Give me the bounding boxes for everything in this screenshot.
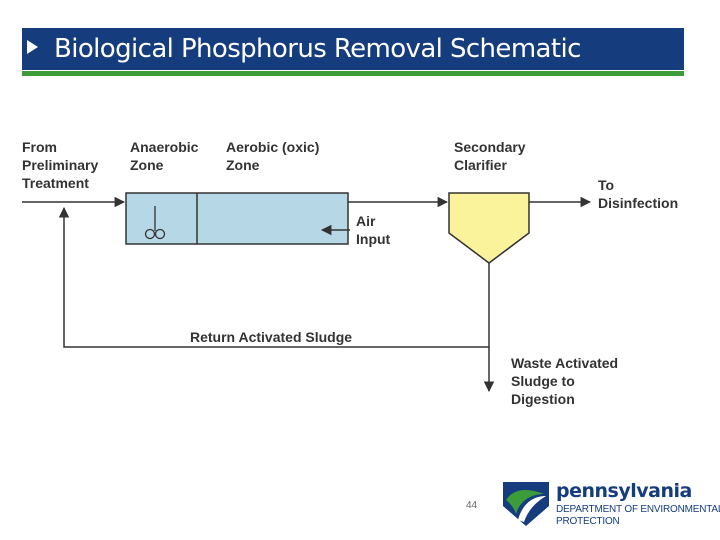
mixer-icon	[144, 206, 166, 240]
label-secondary-clarifier: Secondary Clarifier	[454, 139, 526, 173]
title-bullet-icon	[27, 40, 38, 54]
label-aerobic-zone: Aerobic (oxic) Zone	[226, 139, 320, 173]
slide-title: Biological Phosphorus Removal Schematic	[54, 34, 581, 64]
logo-department: DEPARTMENT OF ENVIRONMENTAL	[556, 504, 720, 515]
aeration-basin	[125, 192, 349, 245]
label-from-preliminary: From Preliminary Treatment	[22, 139, 99, 191]
label-air-input: Air Input	[356, 213, 391, 247]
page-number: 44	[466, 500, 478, 511]
label-anaerobic-zone: Anaerobic Zone	[130, 139, 199, 173]
return-sludge-line	[58, 206, 490, 348]
label-to-disinfection: To Disinfection	[598, 177, 679, 211]
title-bar	[22, 28, 684, 70]
label-return-activated-sludge: Return Activated Sludge	[190, 329, 353, 345]
logo-wordmark: pennsylvania	[556, 480, 692, 502]
secondary-clarifier-shape	[448, 192, 530, 264]
title-underline	[22, 71, 684, 76]
logo-protection: PROTECTION	[556, 516, 620, 527]
label-waste-activated-sludge: Waste Activated Sludge to Digestion	[511, 355, 619, 407]
